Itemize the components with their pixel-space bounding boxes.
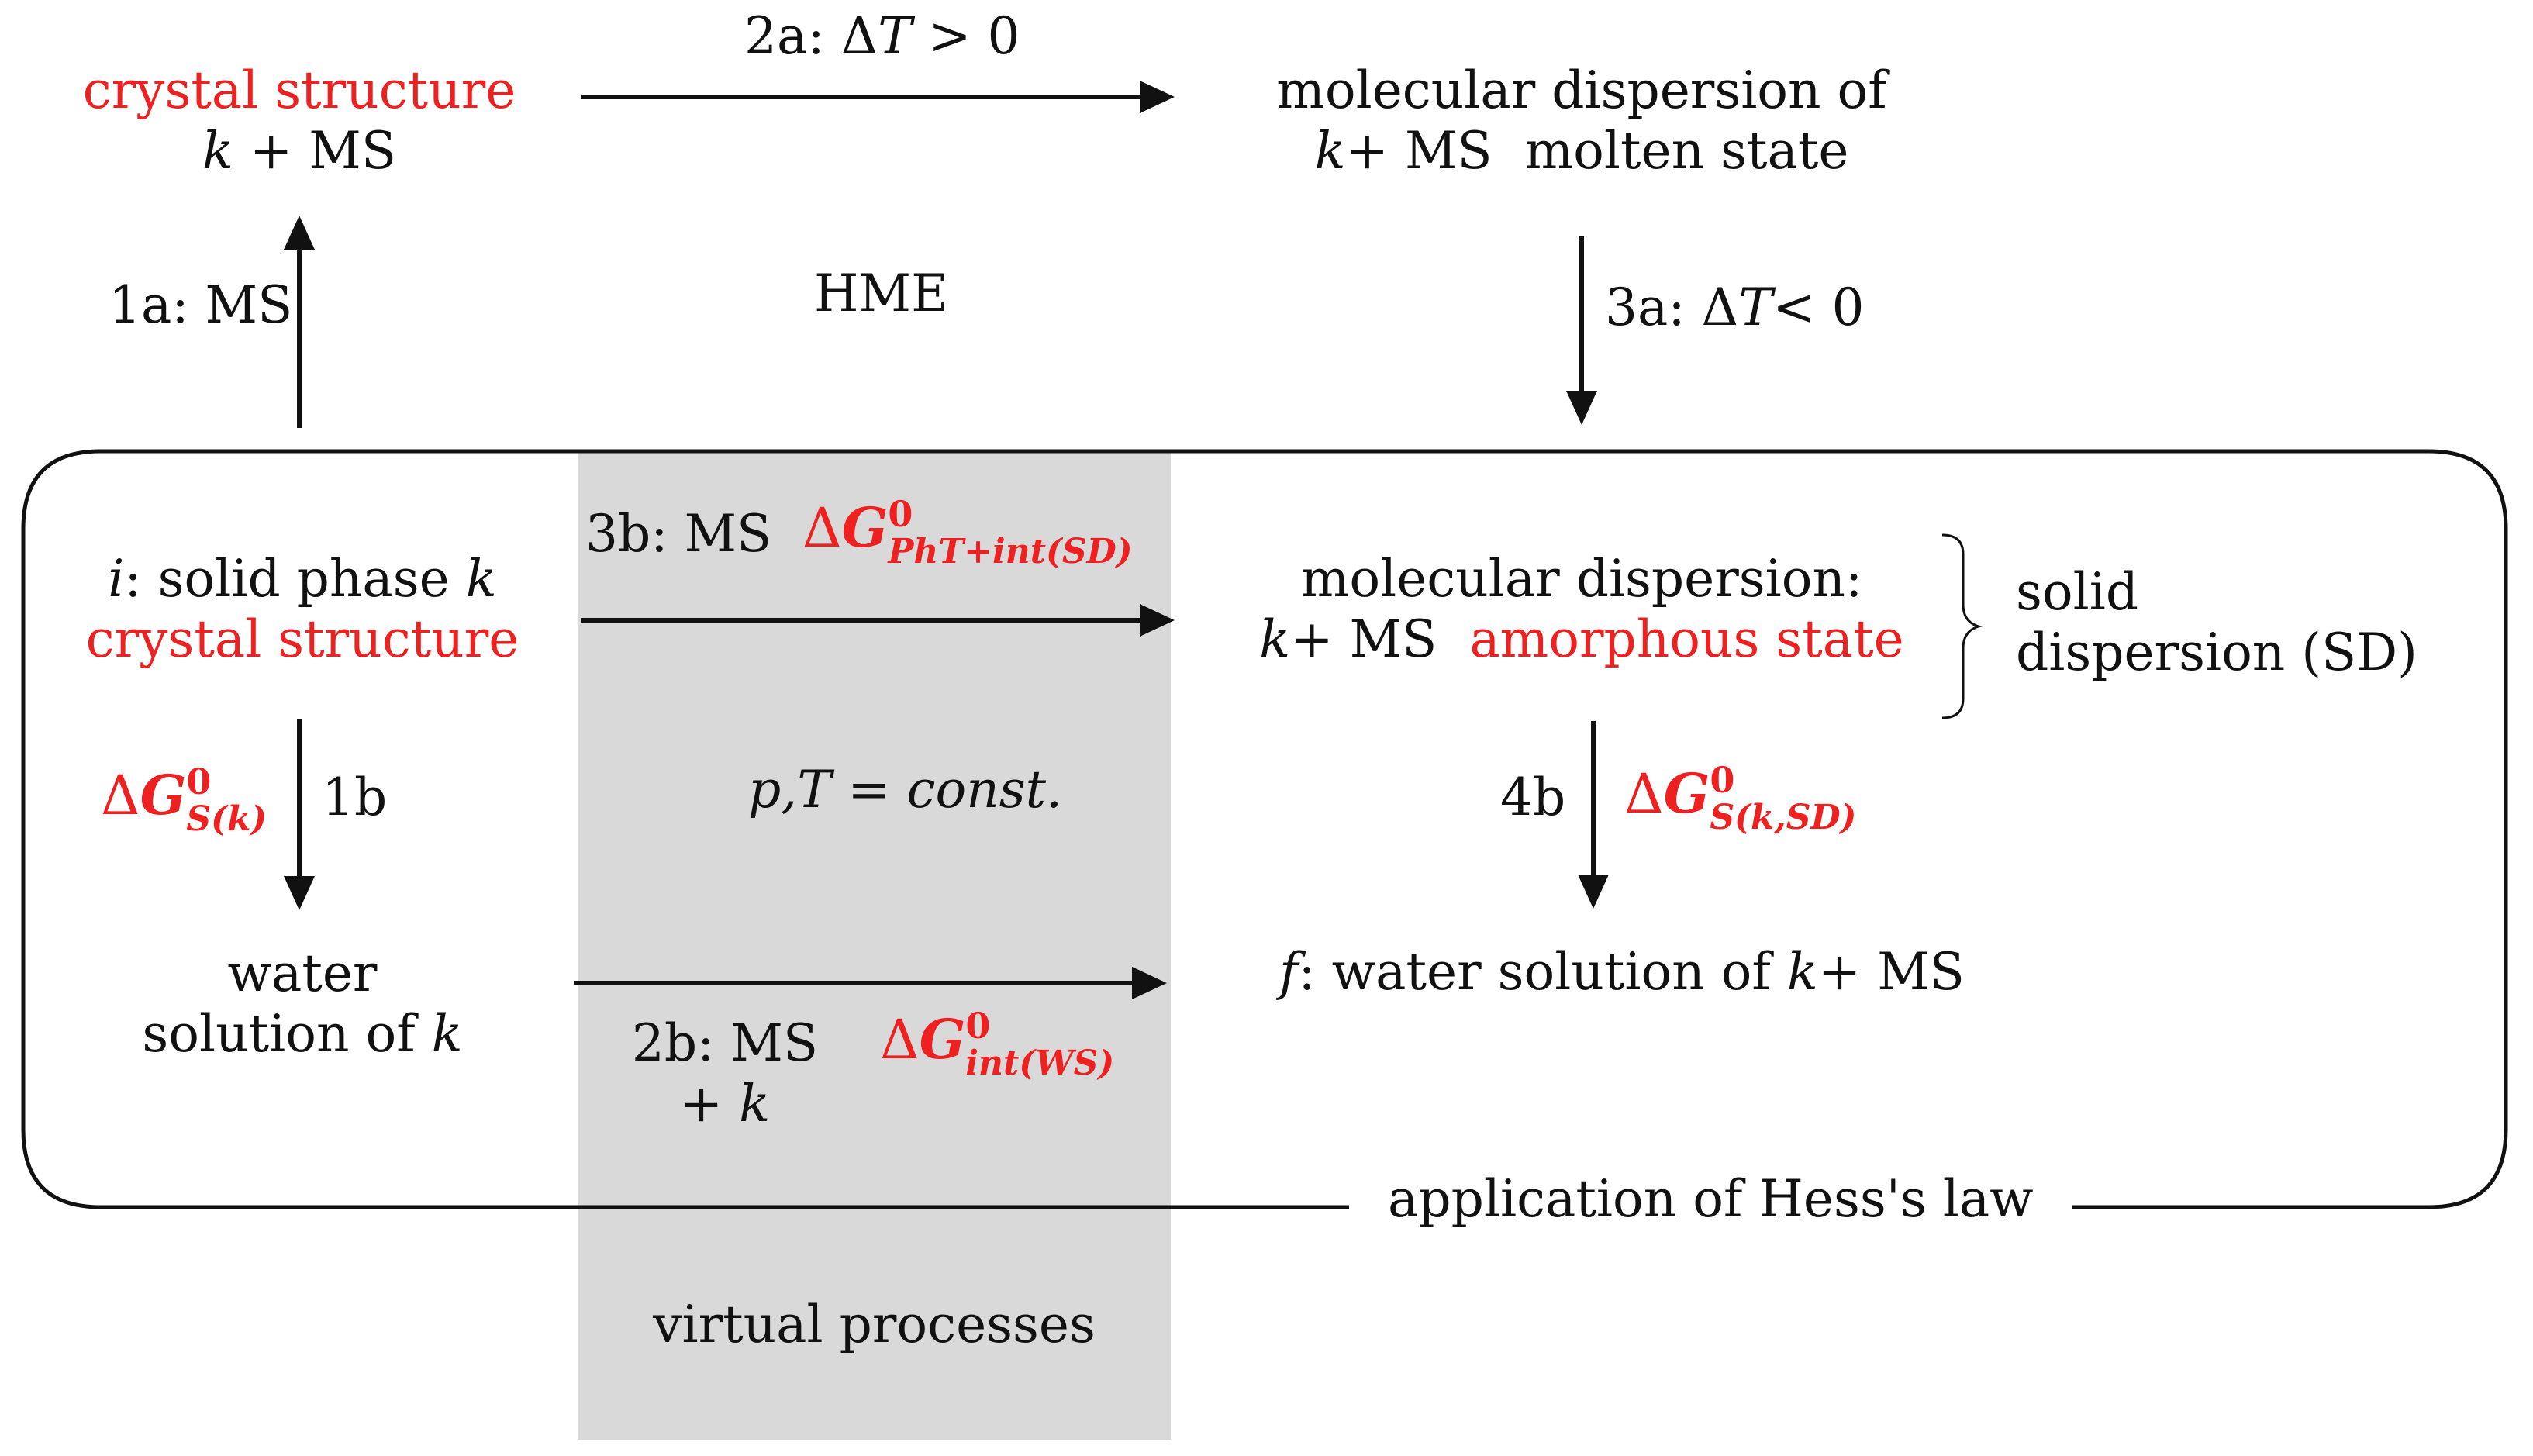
sd-text: + MS — [1290, 609, 1470, 669]
delta-g-4b-symbol: G — [1663, 761, 1710, 826]
crystal-structure-top-label: crystal structure — [82, 60, 516, 120]
sd-line1: molecular dispersion: — [1300, 549, 1863, 609]
delta-g-3b-sub: PhT+int(SD) — [888, 532, 1133, 571]
virtual-processes-band — [578, 451, 1171, 1440]
conditions-label: p,T = const. — [748, 760, 1063, 819]
delta-g-4b-sub: S(k,SD) — [1710, 798, 1857, 837]
delta-g-2b-sub: int(WS) — [965, 1044, 1115, 1083]
state-i-var: i — [108, 549, 125, 609]
delta-g-1b-delta: Δ — [101, 764, 140, 827]
state-i-crystal-label: crystal structure — [85, 609, 519, 669]
arrow-2a — [581, 81, 1175, 113]
final-state-node: f: water solution of k+ MS — [1279, 942, 1965, 1002]
delta-g-4b-sup: 0 — [1710, 759, 1735, 801]
arrow-2b-var-k: k — [739, 1073, 771, 1133]
state-f-text2: + MS — [1817, 942, 1965, 1002]
arrow-3b-label: 3b: MS — [585, 504, 772, 564]
molten-var-k: k — [1314, 120, 1346, 181]
arrow-4b — [1578, 721, 1609, 909]
ws-var-k: k — [431, 1003, 463, 1064]
crystal-structure-top: crystal structure k + MS — [62, 60, 537, 181]
arrow-3a-var: T — [1738, 278, 1773, 337]
delta-g-2b-delta: Δ — [880, 1008, 920, 1071]
water-solution-node: water solution of k — [101, 944, 504, 1064]
solid-dispersion-label: solid dispersion (SD) — [2016, 562, 2417, 683]
arrow-2a-text: 2a: Δ — [744, 6, 878, 66]
virtual-processes-label: virtual processes — [653, 1295, 1096, 1354]
arrow-2a-label: 2a: ΔT > 0 — [744, 6, 1020, 67]
state-f-text: : water solution of — [1298, 942, 1787, 1002]
delta-g-2b-symbol: G — [919, 1007, 966, 1071]
delta-g-2b-sup: 0 — [965, 1005, 991, 1047]
arrow-1b — [284, 719, 315, 910]
state-f-var: f — [1279, 942, 1299, 1002]
delta-g-1b-sub: S(k) — [186, 799, 267, 839]
arrow-1a-label: 1a: MS — [109, 275, 293, 335]
arrow-4b-label: 4b — [1500, 768, 1566, 827]
arrow-3a-cond: < 0 — [1772, 278, 1865, 337]
delta-g-3b-delta: Δ — [802, 496, 842, 560]
hme-label: HME — [814, 264, 949, 323]
delta-g-1b-symbol: G — [140, 763, 187, 827]
arrow-2b — [574, 967, 1167, 999]
solid-dispersion-node: molecular dispersion: k+ MS amorphous st… — [1241, 549, 1923, 670]
arrow-2b-label: 2b: MS + k — [620, 1013, 830, 1134]
delta-g-4b-delta: Δ — [1624, 762, 1664, 826]
arrow-3a — [1566, 236, 1597, 425]
molten-line1: molecular dispersion of — [1276, 60, 1887, 120]
molten-line2: + MS molten state — [1345, 120, 1849, 181]
arrow-1b-label: 1b — [322, 768, 388, 827]
state-i-var-k: k — [465, 549, 497, 609]
arrow-3b — [581, 604, 1175, 637]
delta-g-1b-sup: 0 — [186, 761, 212, 802]
arrow-3a-label: 3a: ΔT< 0 — [1605, 278, 1865, 338]
delta-g-3b-symbol: G — [841, 495, 889, 560]
state-i-text: : solid phase — [124, 549, 466, 609]
top-left-var-k: k — [202, 120, 233, 181]
arrow-2a-var: T — [878, 6, 913, 66]
arrow-2b-line1: 2b: MS — [631, 1013, 819, 1073]
hess-law-boundary — [21, 449, 2508, 1209]
top-left-plus-ms: + MS — [249, 120, 397, 181]
hess-law-label: application of Hess's law — [1388, 1169, 2034, 1229]
solid-dispersion-brace — [1941, 533, 1983, 719]
sd-amorphous-label: amorphous state — [1469, 609, 1904, 669]
sd-brace-line2: dispersion (SD) — [2016, 622, 2417, 682]
molten-state-node: molecular dispersion of k+ MS molten sta… — [1210, 60, 1954, 181]
arrow-2a-cond: > 0 — [928, 6, 1020, 66]
ws-line2: solution of — [142, 1003, 432, 1064]
sd-brace-line1: solid — [2016, 562, 2139, 622]
arrow-3a-text: 3a: Δ — [1605, 278, 1739, 337]
ws-line1: water — [227, 944, 378, 1003]
state-f-var-k: k — [1786, 942, 1818, 1002]
initial-state-node: i: solid phase k crystal structure — [62, 549, 543, 670]
sd-var-k: k — [1259, 609, 1291, 669]
delta-g-3b-sup: 0 — [888, 493, 913, 535]
arrow-1a — [284, 216, 315, 428]
arrow-2b-plus: + — [679, 1073, 740, 1133]
